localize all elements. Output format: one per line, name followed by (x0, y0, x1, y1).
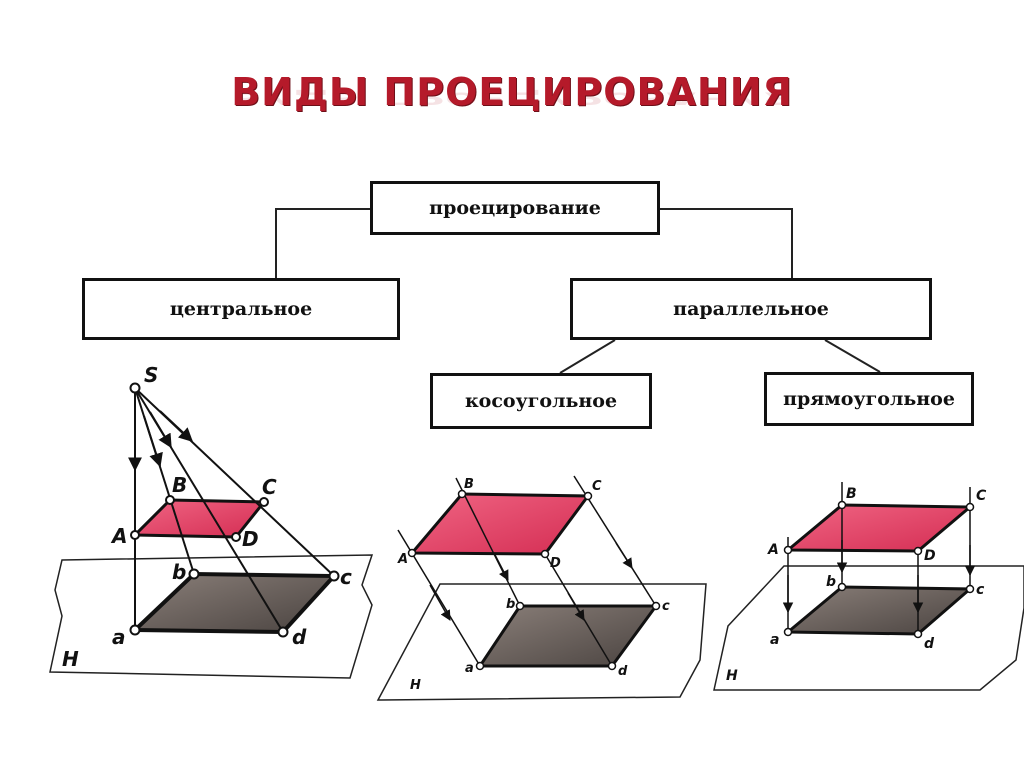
label-a-oblique: a (465, 661, 474, 676)
box-parallel: параллельное (570, 278, 932, 340)
point-A-central (130, 530, 140, 540)
rectangular-projection-figure: A B C D a b c d H (713, 482, 1024, 691)
arrow-oblique-B (493, 552, 509, 581)
label-D-oblique: D (550, 556, 561, 571)
box-projection-label: проецирование (429, 197, 601, 219)
label-b-central: b (172, 560, 186, 584)
label-C-oblique: C (592, 479, 602, 494)
point-D-rect (913, 546, 923, 556)
arrow-s-d (149, 411, 172, 449)
point-c-rect (965, 584, 975, 594)
point-B-rect (837, 500, 847, 510)
label-C-central: C (262, 475, 277, 499)
connector-parallel-oblique (559, 339, 616, 374)
label-c-central: c (340, 565, 352, 589)
point-D-oblique (540, 549, 550, 559)
point-a-central (129, 624, 141, 636)
label-A-rect: A (767, 542, 779, 558)
label-S: S (144, 363, 158, 387)
point-d-central (277, 626, 289, 638)
point-b-central (188, 568, 200, 580)
point-d-oblique (607, 661, 617, 671)
point-C-oblique (583, 491, 593, 501)
label-D-central: D (242, 527, 259, 551)
label-d-oblique: d (618, 664, 628, 679)
box-rectangular: прямоугольное (764, 372, 974, 426)
arrow-s-b (143, 415, 163, 468)
label-C-rect: C (976, 488, 987, 504)
arrow-s-c (159, 410, 194, 442)
label-d-rect: d (924, 636, 935, 652)
point-a-rect (783, 627, 793, 637)
connector-root-central (275, 208, 372, 278)
box-central-label: центральное (169, 298, 313, 320)
box-projection: проецирование (370, 181, 660, 235)
point-D-central (231, 532, 241, 542)
point-A-rect (783, 545, 793, 555)
label-D-rect: D (924, 548, 936, 564)
point-C-central (259, 497, 269, 507)
arrow-oblique-C (615, 542, 633, 569)
label-A-oblique: A (397, 552, 408, 567)
point-C-rect (965, 502, 975, 512)
label-H-oblique: H (410, 678, 421, 693)
box-oblique-label: косоугольное (464, 390, 618, 412)
connector-parallel-rectangular (824, 339, 881, 373)
label-B-rect: B (846, 486, 857, 502)
point-B-central (165, 495, 175, 505)
arrow-oblique-D (567, 592, 585, 621)
label-A-central: A (110, 524, 127, 548)
point-d-rect (913, 629, 923, 639)
central-projection-figure: S A B C D a b c d H (49, 363, 374, 679)
label-H-rect: H (726, 668, 738, 684)
slide-title: ВИДЫ ПРОЕЦИРОВАНИЯ (231, 70, 793, 114)
label-b-oblique: b (506, 597, 515, 612)
label-a-rect: a (770, 632, 779, 648)
label-c-oblique: c (662, 599, 670, 614)
box-central: центральное (82, 278, 400, 340)
label-d-central: d (292, 625, 307, 649)
ray-oblique-B (455, 477, 521, 607)
figure-abcd-oblique (408, 492, 591, 556)
label-H-central: H (62, 647, 79, 671)
point-A-oblique (407, 548, 417, 558)
box-rectangular-label: прямоугольное (783, 388, 955, 410)
connector-root-parallel (660, 208, 793, 278)
arrow-oblique-A (429, 584, 451, 621)
point-c-oblique (651, 601, 661, 611)
box-parallel-label: параллельное (673, 298, 829, 320)
label-a-central: a (112, 625, 126, 649)
label-c-rect: c (976, 582, 985, 598)
point-c-central (328, 570, 340, 582)
point-a-oblique (475, 661, 485, 671)
label-b-rect: b (826, 574, 836, 590)
box-oblique: косоугольное (430, 373, 652, 429)
label-B-oblique: B (464, 477, 474, 492)
point-B-oblique (457, 489, 467, 499)
oblique-projection-figure: A B C D a b c d H (376, 475, 707, 701)
point-b-oblique (515, 601, 525, 611)
label-B-central: B (172, 473, 187, 497)
point-s (129, 382, 141, 394)
figure-abcd-rectangular (783, 503, 975, 553)
point-b-rect (837, 582, 847, 592)
